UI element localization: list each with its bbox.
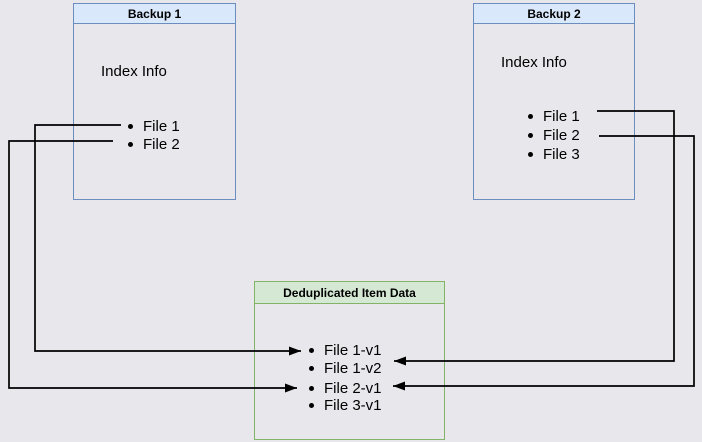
bullet-icon	[309, 365, 314, 371]
backup1-file2-label: File 2	[143, 135, 180, 153]
dedup-file1v2-item: File 1-v2	[309, 359, 382, 377]
bullet-icon	[528, 132, 533, 138]
backup2-box: Backup 2 Index Info File 1 File 2 File 3	[473, 3, 635, 200]
backup2-header: Backup 2	[474, 4, 634, 24]
backup1-title: Backup 1	[127, 6, 182, 21]
dedup-header: Deduplicated Item Data	[255, 282, 444, 304]
dedup-title: Deduplicated Item Data	[283, 285, 416, 300]
backup1-file1-label: File 1	[143, 117, 180, 135]
backup2-file3-label: File 3	[543, 145, 580, 163]
backup2-file3-item: File 3	[528, 145, 580, 163]
backup1-file2-item: File 2	[128, 135, 180, 153]
dedup-file2v1-label: File 2-v1	[324, 379, 382, 397]
backup1-box: Backup 1 Index Info File 1 File 2	[73, 3, 236, 200]
dedup-file1v1-item: File 1-v1	[309, 341, 382, 359]
dedup-file3v1-item: File 3-v1	[309, 396, 382, 414]
bullet-icon	[528, 113, 533, 119]
bullet-icon	[309, 385, 314, 391]
backup2-file2-item: File 2	[528, 126, 580, 144]
bullet-icon	[128, 123, 133, 129]
dedup-file3v1-label: File 3-v1	[324, 396, 382, 414]
dedup-file2v1-item: File 2-v1	[309, 379, 382, 397]
backup1-header: Backup 1	[74, 4, 235, 24]
bullet-icon	[309, 402, 314, 408]
backup2-index-info-label: Index Info	[501, 54, 567, 71]
backup2-file2-label: File 2	[543, 126, 580, 144]
backup2-file1-label: File 1	[543, 107, 580, 125]
dedup-file1v2-label: File 1-v2	[324, 359, 382, 377]
backup2-title: Backup 2	[527, 6, 581, 21]
backup1-index-info-label: Index Info	[101, 63, 167, 80]
dedup-box: Deduplicated Item Data File 1-v1 File 1-…	[254, 281, 445, 440]
bullet-icon	[309, 347, 314, 353]
backup1-file1-item: File 1	[128, 117, 180, 135]
bullet-icon	[528, 151, 533, 157]
bullet-icon	[128, 141, 133, 147]
backup2-file1-item: File 1	[528, 107, 580, 125]
dedup-file1v1-label: File 1-v1	[324, 341, 382, 359]
